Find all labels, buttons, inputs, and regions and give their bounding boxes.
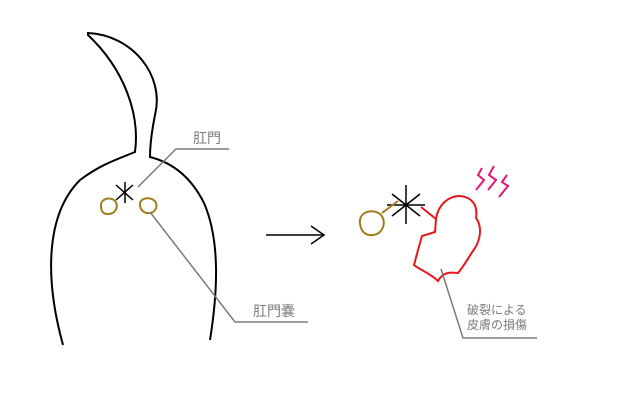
anal-sac-label: 肛門嚢: [253, 304, 295, 320]
body-outline: [50, 31, 218, 346]
anus-leader-line: [137, 148, 229, 188]
anal-sac-left: [99, 197, 118, 216]
skin-damage-label-line1: 破裂による: [467, 303, 527, 317]
anal-sac-right: [138, 197, 158, 215]
anus-label: 肛門: [193, 131, 221, 147]
skin-damage-label-line2: 皮膚の損傷: [467, 318, 528, 332]
anus-asterisk-icon: [115, 182, 134, 203]
skin-damage-label: 破裂による 皮膚の損傷: [467, 303, 527, 333]
pain-marks-icon: [475, 165, 510, 198]
anal-sac-intact: [358, 210, 385, 237]
anal-sac-leader-line: [149, 211, 308, 323]
right-arrow-icon: [266, 225, 326, 245]
anus-asterisk-icon-right: [387, 185, 425, 224]
anal-sac-duct: [381, 200, 399, 214]
damage-leader-line: [440, 268, 537, 339]
ruptured-skin-area: [412, 194, 481, 283]
